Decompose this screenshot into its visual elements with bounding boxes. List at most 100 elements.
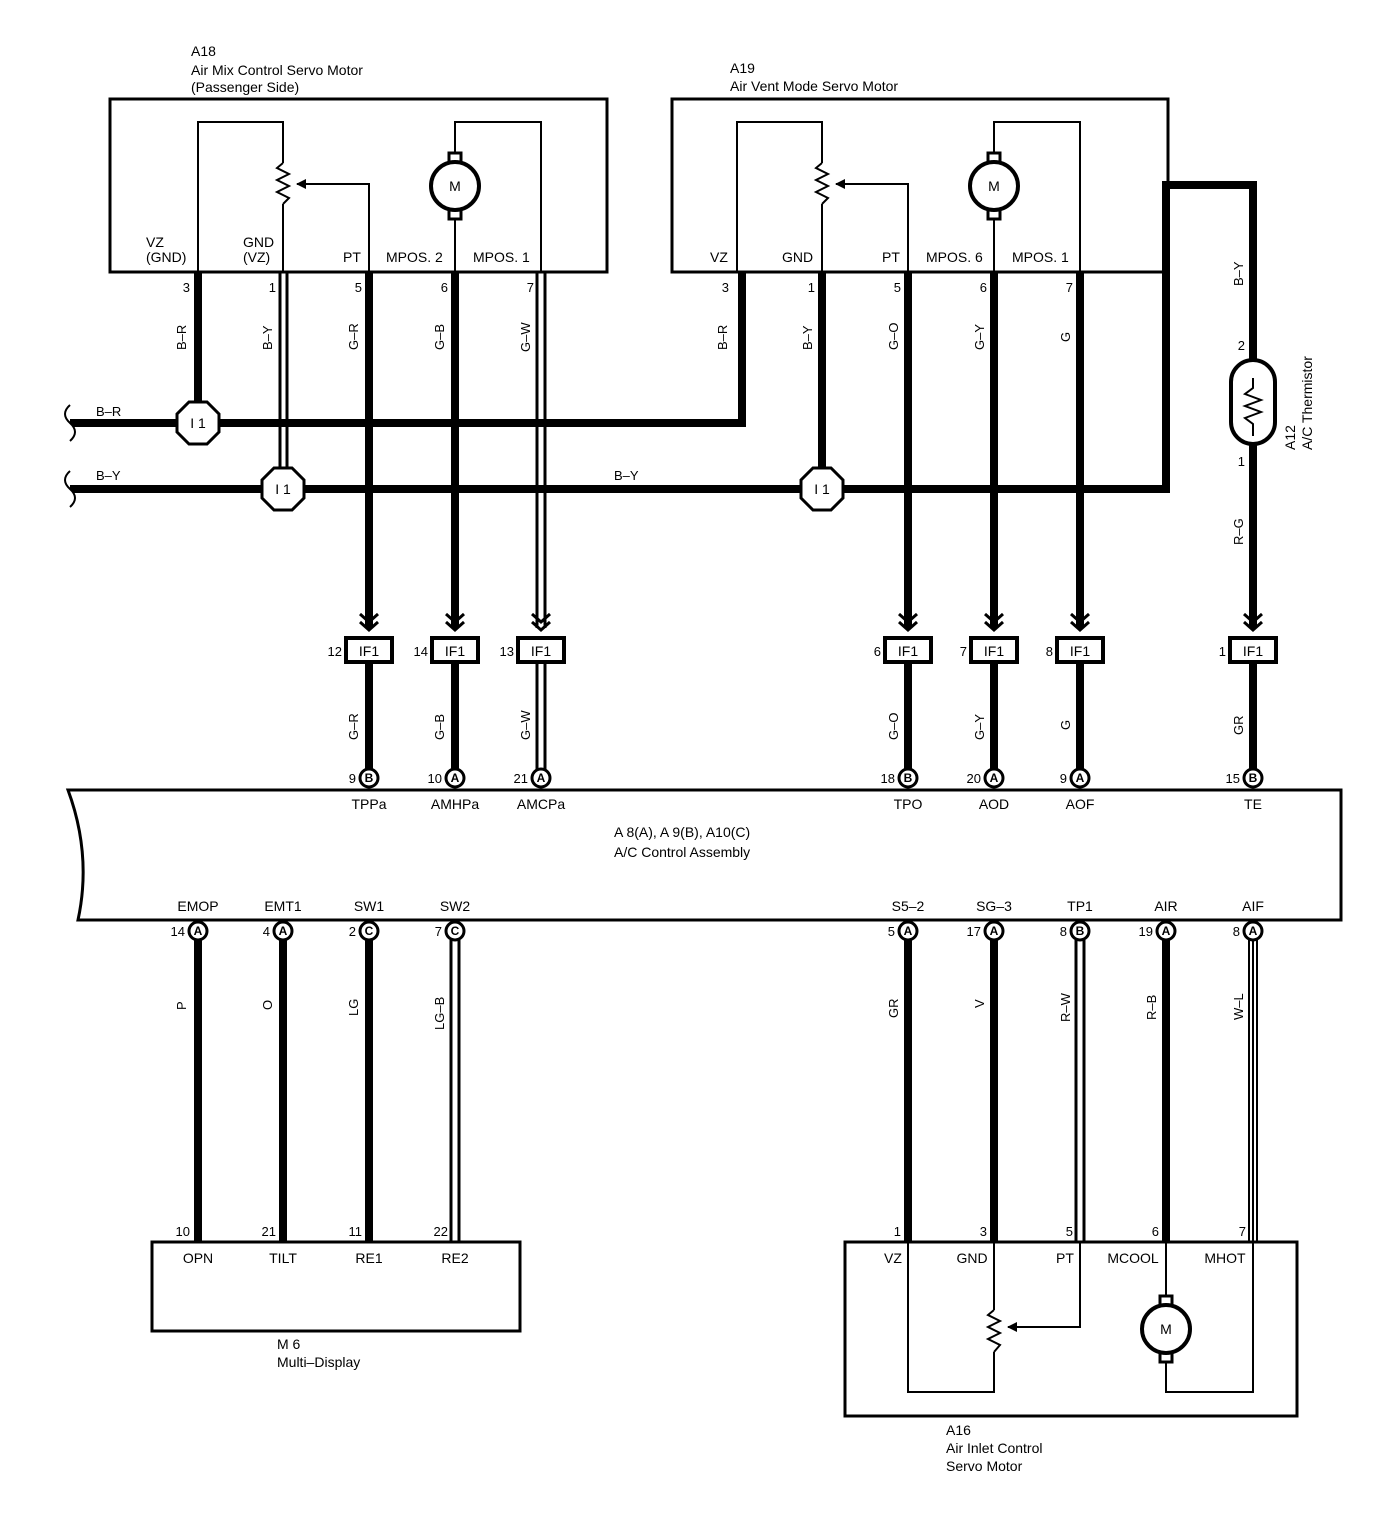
a18-pin-7: 7 xyxy=(527,280,534,295)
a18-term-mpos2: MPOS. 2 xyxy=(386,249,443,265)
a18-pin-3: 3 xyxy=(183,280,190,295)
a19-name: Air Vent Mode Servo Motor xyxy=(730,78,898,94)
svg-text:B: B xyxy=(1249,771,1258,785)
svg-text:B–R: B–R xyxy=(715,325,730,350)
a19-term-gnd: GND xyxy=(782,249,813,265)
svg-text:IF1: IF1 xyxy=(1070,643,1090,659)
svg-text:1: 1 xyxy=(1219,644,1226,659)
svg-text:C: C xyxy=(365,924,374,938)
a19-term-mpos1: MPOS. 1 xyxy=(1012,249,1069,265)
svg-text:SW1: SW1 xyxy=(354,898,385,914)
svg-text:B–Y: B–Y xyxy=(96,468,121,483)
ecu-name: A/C Control Assembly xyxy=(614,844,750,860)
svg-text:AMHPa: AMHPa xyxy=(431,796,479,812)
svg-text:21: 21 xyxy=(514,771,528,786)
svg-text:R–W: R–W xyxy=(1058,992,1073,1022)
svg-text:IF1: IF1 xyxy=(1243,643,1263,659)
svg-text:17: 17 xyxy=(967,924,981,939)
svg-text:I 1: I 1 xyxy=(814,481,830,497)
svg-text:B: B xyxy=(904,771,913,785)
svg-text:VZ: VZ xyxy=(884,1250,902,1266)
a19-term-pt: PT xyxy=(882,249,900,265)
svg-text:B–R: B–R xyxy=(174,325,189,350)
a18-name-line1: Air Mix Control Servo Motor xyxy=(191,62,363,78)
ecu-ac-control-assembly: A 8(A), A 9(B), A10(C) A/C Control Assem… xyxy=(65,767,1343,922)
a16-name-line1: Air Inlet Control xyxy=(946,1440,1042,1456)
svg-text:AIR: AIR xyxy=(1154,898,1177,914)
svg-text:A: A xyxy=(990,771,999,785)
svg-text:14: 14 xyxy=(171,924,185,939)
a16-code: A16 xyxy=(946,1422,971,1438)
svg-text:A: A xyxy=(1249,924,1258,938)
svg-text:6: 6 xyxy=(1152,1224,1159,1239)
ecu-top-pins: B A A B A A B 9 10 21 18 20 9 15 TPPa AM… xyxy=(349,767,1264,812)
svg-text:I 1: I 1 xyxy=(190,415,206,431)
upper-wire-labels: B–R B–Y G–R G–B G–W B–R B–Y G–O G–Y G B–… xyxy=(96,261,1246,545)
a19-pin-1: 1 xyxy=(808,280,815,295)
svg-text:W–L: W–L xyxy=(1231,993,1246,1020)
svg-text:10: 10 xyxy=(176,1224,190,1239)
a18-motor-symbol: M xyxy=(449,178,461,194)
svg-text:R–G: R–G xyxy=(1231,518,1246,545)
m6-name: Multi–Display xyxy=(277,1354,360,1370)
svg-text:8: 8 xyxy=(1233,924,1240,939)
svg-text:AOF: AOF xyxy=(1066,796,1095,812)
svg-text:G–R: G–R xyxy=(346,713,361,740)
svg-text:3: 3 xyxy=(980,1224,987,1239)
a19-pin-7: 7 xyxy=(1066,280,1073,295)
a18-term-mpos1: MPOS. 1 xyxy=(473,249,530,265)
m6-code: M 6 xyxy=(277,1336,301,1352)
svg-text:G–W: G–W xyxy=(518,322,533,352)
a19-code: A19 xyxy=(730,60,755,76)
a18-term-vz-alt: (VZ) xyxy=(243,249,270,265)
m6-multi-display: 10 21 11 22 OPN TILT RE1 RE2 M 6 Multi–D… xyxy=(150,1224,522,1370)
a19-pin-5: 5 xyxy=(894,280,901,295)
svg-text:SW2: SW2 xyxy=(440,898,471,914)
svg-text:19: 19 xyxy=(1139,924,1153,939)
a19-servo-motor: A19 Air Vent Mode Servo Motor M VZ GND P… xyxy=(670,60,1170,295)
svg-text:7: 7 xyxy=(960,644,967,659)
svg-text:G–W: G–W xyxy=(518,710,533,740)
a18-term-pt: PT xyxy=(343,249,361,265)
svg-text:G–R: G–R xyxy=(346,323,361,350)
ecu-code: A 8(A), A 9(B), A10(C) xyxy=(614,824,750,840)
svg-text:MHOT: MHOT xyxy=(1204,1250,1246,1266)
svg-text:O: O xyxy=(260,1000,275,1010)
svg-text:IF1: IF1 xyxy=(445,643,465,659)
svg-text:B–Y: B–Y xyxy=(260,325,275,350)
svg-text:PT: PT xyxy=(1056,1250,1074,1266)
svg-text:A: A xyxy=(537,771,546,785)
svg-text:IF1: IF1 xyxy=(984,643,1004,659)
svg-text:A: A xyxy=(990,924,999,938)
svg-text:8: 8 xyxy=(1060,924,1067,939)
svg-text:TE: TE xyxy=(1244,796,1262,812)
svg-text:R–B: R–B xyxy=(1144,995,1159,1020)
svg-text:GND: GND xyxy=(956,1250,987,1266)
svg-text:AMCPa: AMCPa xyxy=(517,796,565,812)
svg-text:EMT1: EMT1 xyxy=(264,898,302,914)
svg-text:G–Y: G–Y xyxy=(972,324,987,350)
a19-term-vz: VZ xyxy=(710,249,728,265)
svg-text:11: 11 xyxy=(349,1224,363,1239)
lower-wiring: A A C C A A B A A 14 4 2 7 5 17 8 19 8 P… xyxy=(171,920,1264,1242)
svg-text:I 1: I 1 xyxy=(275,481,291,497)
svg-text:OPN: OPN xyxy=(183,1250,213,1266)
svg-text:14: 14 xyxy=(414,644,428,659)
svg-text:6: 6 xyxy=(874,644,881,659)
a18-code: A18 xyxy=(191,43,216,59)
a12-pin-2: 2 xyxy=(1238,338,1245,353)
svg-text:RE2: RE2 xyxy=(441,1250,468,1266)
a18-term-gnd: GND xyxy=(243,234,274,250)
svg-text:A: A xyxy=(1076,771,1085,785)
svg-text:B: B xyxy=(365,771,374,785)
svg-text:G: G xyxy=(1058,332,1073,342)
mid-wiring: G–R G–B G–W G–O G–Y G GR xyxy=(346,662,1257,770)
a12-name: A/C Thermistor xyxy=(1299,356,1315,450)
svg-text:G–B: G–B xyxy=(432,324,447,350)
a18-term-vz: VZ xyxy=(146,234,164,250)
a12-pin-1: 1 xyxy=(1238,454,1245,469)
junction-i1-br: I 1 xyxy=(175,400,221,446)
svg-text:LG–B: LG–B xyxy=(432,997,447,1030)
svg-text:AOD: AOD xyxy=(979,796,1009,812)
svg-text:IF1: IF1 xyxy=(531,643,551,659)
